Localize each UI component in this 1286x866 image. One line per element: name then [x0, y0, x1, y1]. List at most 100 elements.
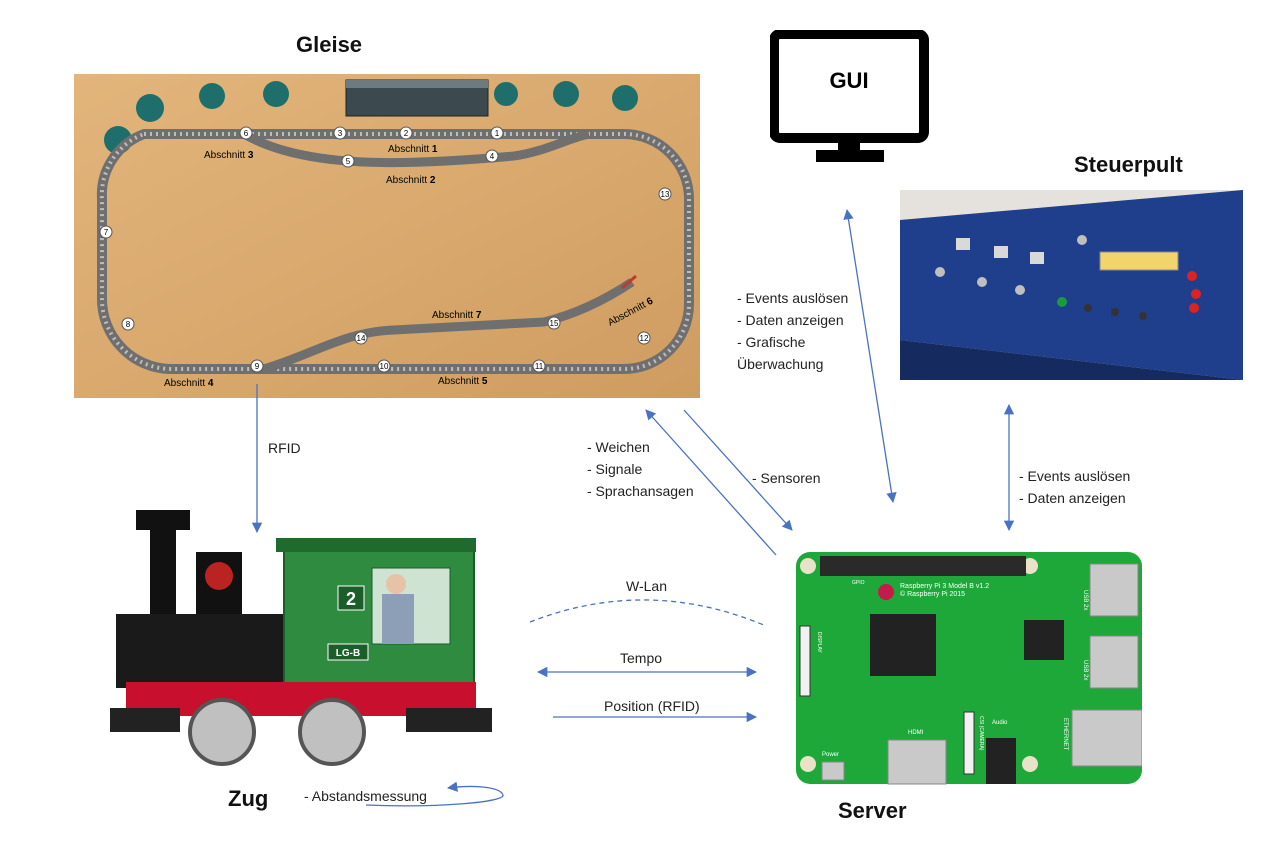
track-marker: 12: [637, 331, 651, 345]
track-marker: 10: [377, 359, 391, 373]
track-marker: 6: [239, 126, 253, 140]
track-marker: 15: [547, 316, 561, 330]
label-gui-graphic: - Grafische: [737, 334, 806, 350]
label-switches: - Weichen: [587, 439, 650, 455]
camera-connector: [963, 711, 975, 775]
raspberry-pi-board: GPIO Raspberry Pi 3 Model B v1.2 © Raspb…: [796, 552, 1142, 785]
label-distance: - Abstandsmessung: [304, 788, 427, 804]
usb-port: [1089, 563, 1139, 617]
wooden-table: [74, 74, 700, 398]
svg-text:13: 13: [661, 190, 670, 199]
label-announcements: - Sprachansagen: [587, 483, 694, 499]
board-copyright: © Raspberry Pi 2015: [900, 590, 965, 598]
label-panel-events: - Events auslösen: [1019, 468, 1131, 484]
cpu-chip: [870, 614, 936, 676]
boiler: [116, 614, 316, 688]
gpio-header: [820, 556, 1026, 576]
arrow-sensors: [683, 409, 793, 531]
svg-text:ETHERNET: ETHERNET: [1062, 718, 1068, 751]
label-rfid: RFID: [268, 440, 301, 456]
svg-text:3: 3: [338, 129, 343, 138]
label-gui-events: - Events auslösen: [737, 290, 849, 306]
toggle-switches: [935, 235, 1087, 295]
display-connector: [799, 625, 811, 697]
svg-text:USB 2x: USB 2x: [1082, 660, 1088, 680]
monitor-label: GUI: [829, 68, 868, 93]
svg-text:GPIO: GPIO: [852, 580, 865, 586]
usb-port: [1089, 635, 1139, 689]
svg-text:6: 6: [244, 129, 249, 138]
raspberry-logo-icon: [878, 584, 894, 600]
track-marker: 13: [658, 187, 672, 201]
label-position: Position (RFID): [604, 698, 700, 714]
power-port: [821, 761, 845, 781]
label-signals: - Signale: [587, 461, 643, 477]
section-label: Abschnitt 2: [386, 175, 436, 186]
svg-text:7: 7: [104, 228, 109, 237]
svg-text:12: 12: [640, 334, 649, 343]
section-label: Abschnitt 5: [438, 376, 488, 387]
label-gui-monitoring: Überwachung: [737, 356, 824, 372]
svg-text:USB 2x: USB 2x: [1082, 590, 1088, 610]
audio-port: [986, 738, 1016, 784]
section-label: Abschnitt 3: [204, 150, 254, 161]
track-marker: 9: [250, 359, 264, 373]
label-sensors: - Sensoren: [752, 470, 821, 486]
track-marker: 11: [532, 359, 546, 373]
buffer-stop: [621, 274, 637, 290]
driver-figure: [386, 574, 406, 594]
svg-text:DISPLAY: DISPLAY: [816, 632, 822, 653]
svg-text:1: 1: [495, 129, 500, 138]
wheel: [188, 698, 256, 766]
svg-text:14: 14: [357, 334, 366, 343]
track-marker: 2: [399, 126, 413, 140]
svg-text:Power: Power: [822, 752, 839, 758]
control-panel-photo: [900, 190, 1243, 380]
svg-text:HDMI: HDMI: [908, 730, 924, 736]
svg-text:CSI (CAMERA): CSI (CAMERA): [978, 716, 984, 751]
label-tempo: Tempo: [620, 650, 663, 666]
locomotive-photo: 2 LG-B: [110, 510, 492, 766]
hdmi-port: [887, 739, 947, 785]
loco-plate: LG-B: [336, 648, 360, 659]
track-layout: Abschnitt 3 Abschnitt 1 Abschnitt 2 Absc…: [74, 74, 700, 398]
label-wlan: W-Lan: [626, 578, 667, 594]
arrow-distance-loop: [365, 781, 504, 807]
monitor-icon: GUI: [770, 30, 929, 162]
wheel: [298, 698, 366, 766]
wlan-link: [529, 599, 767, 627]
server-title: Server: [838, 798, 907, 823]
train-title: Zug: [228, 786, 269, 811]
arrow-actuators: [645, 409, 777, 556]
track-marker: 7: [99, 225, 113, 239]
svg-text:2: 2: [404, 129, 409, 138]
smokestack: [136, 510, 190, 530]
lcd-display: [1099, 251, 1179, 271]
tree-icon: [104, 81, 638, 154]
label-panel-data: - Daten anzeigen: [1019, 490, 1126, 506]
svg-text:4: 4: [490, 152, 495, 161]
svg-text:Audio: Audio: [992, 720, 1008, 726]
track-markers: 1 2 3 4 5 6 7 8 9 10 11 12 13 14 15: [99, 126, 672, 373]
arrow-gui: [843, 208, 897, 504]
track-marker: 4: [485, 149, 499, 163]
svg-text:10: 10: [380, 362, 389, 371]
wifi-chip: [1024, 620, 1064, 660]
track-marker: 14: [354, 331, 368, 345]
label-gui-data: - Daten anzeigen: [737, 312, 844, 328]
section-label: Abschnitt 4: [164, 378, 214, 389]
track-marker: 3: [333, 126, 347, 140]
tracks-title: Gleise: [296, 32, 363, 57]
outer-loop-track: [96, 129, 694, 374]
control-panel-title: Steuerpult: [1074, 152, 1183, 177]
led-buttons: [1057, 271, 1201, 320]
ethernet-port: [1071, 709, 1142, 767]
branch-track: [262, 278, 635, 374]
svg-text:15: 15: [550, 319, 559, 328]
section-label: Abschnitt 7: [432, 310, 482, 321]
svg-text:9: 9: [255, 362, 260, 371]
svg-text:8: 8: [126, 320, 131, 329]
track-marker: 8: [121, 317, 135, 331]
